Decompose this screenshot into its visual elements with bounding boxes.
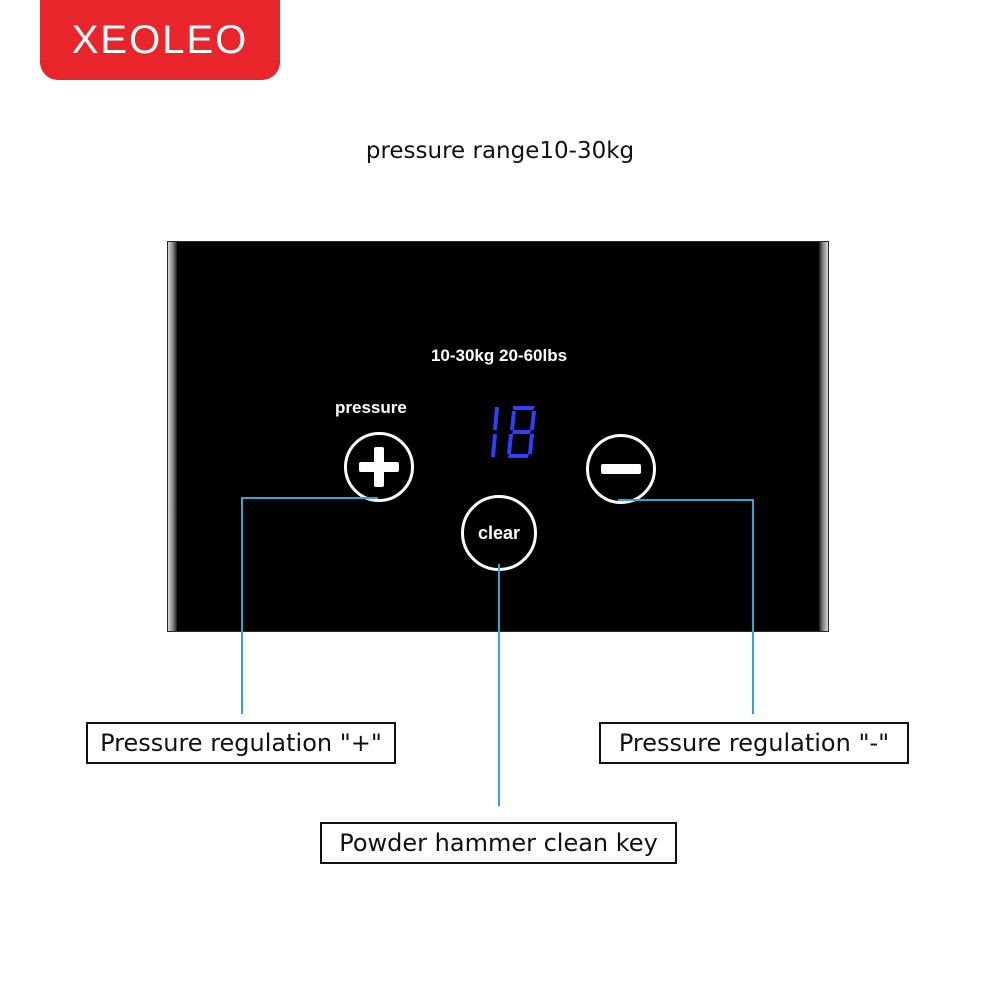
led-digit-1-segment-top-right	[493, 407, 499, 430]
callout-label-minus: Pressure regulation "-"	[599, 722, 909, 764]
callout-label-plus: Pressure regulation "+"	[86, 722, 396, 764]
pressure-label: pressure	[335, 398, 407, 417]
panel-edge-left	[168, 242, 177, 631]
range-label: 10-30kg 20-60lbs	[430, 346, 568, 365]
led-digit-8-segment-b	[530, 411, 536, 430]
plus-icon	[359, 447, 399, 487]
control-panel: 10-30kg 20-60lbs pressure clear	[167, 241, 829, 632]
brand-logo-badge: XEOLEO	[40, 0, 280, 80]
led-digit-8-segment-e	[507, 434, 513, 454]
led-digit-8-segment-a	[513, 406, 535, 410]
led-digit-8-segment-f	[510, 411, 516, 430]
callout-label-clear: Powder hammer clean key	[320, 822, 677, 864]
led-digit-8-segment-c	[528, 434, 534, 454]
minus-icon	[601, 464, 641, 474]
pressure-minus-button[interactable]	[586, 434, 656, 504]
page-title: pressure range10-30kg	[365, 138, 635, 164]
clear-button[interactable]: clear	[461, 495, 537, 571]
led-digit-8-segment-g	[512, 430, 531, 434]
led-digit-1-segment-bottom-right	[491, 434, 497, 457]
panel-edge-right	[819, 242, 828, 631]
led-digit-8-segment-d	[508, 454, 529, 458]
brand-logo-text: XEOLEO	[71, 17, 249, 62]
pressure-plus-button[interactable]	[344, 432, 414, 502]
led-display	[491, 406, 536, 458]
clear-button-label: clear	[477, 522, 521, 543]
